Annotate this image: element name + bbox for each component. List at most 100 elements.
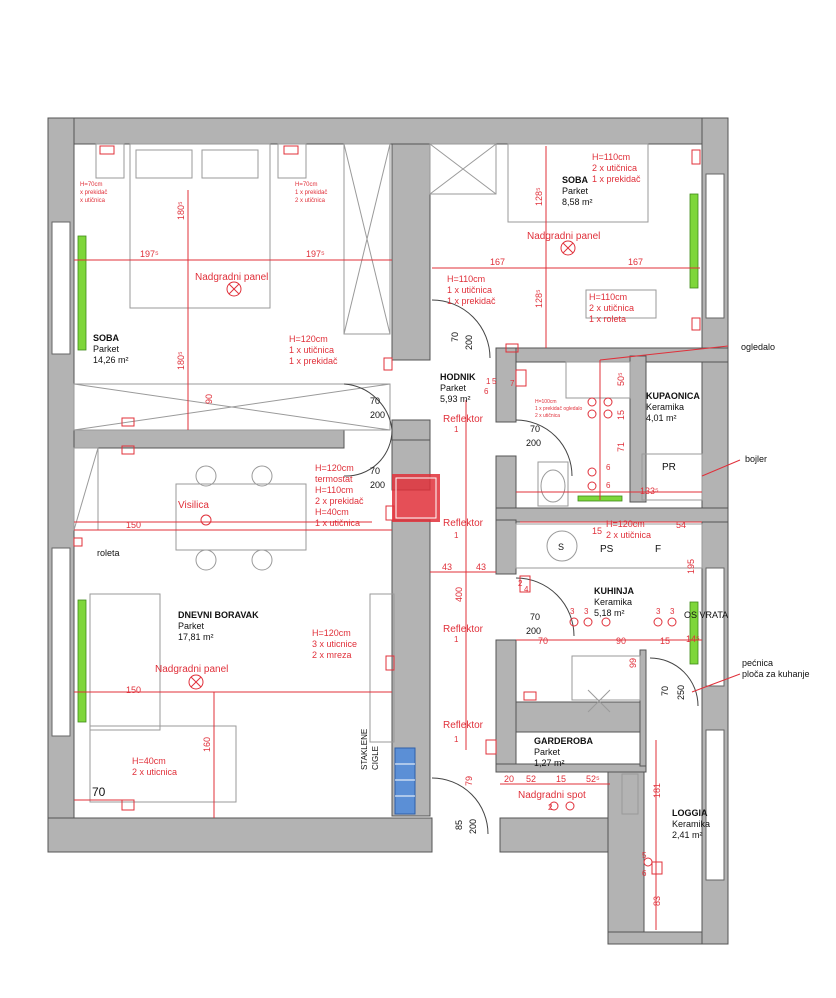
- reflektor-label: Reflektor: [443, 518, 484, 529]
- room-hodnik: HODNIK Parket 5,93 m²: [440, 372, 476, 404]
- svg-text:x prekidač: x prekidač: [80, 190, 107, 196]
- svg-text:70: 70: [530, 612, 540, 622]
- room-name: KUPAONICA: [646, 391, 700, 401]
- ceiling-panel-icon: [560, 240, 576, 256]
- room-kuhinja: KUHINJA Keramika 5,18 m²: [594, 586, 635, 618]
- bath-spot-icon: [587, 397, 613, 491]
- svg-text:83: 83: [652, 896, 662, 906]
- furniture: [73, 143, 703, 815]
- panel-label: Nadgradni panel: [155, 664, 228, 675]
- room-floor: Parket: [534, 747, 561, 757]
- reflektor-label: Reflektor: [443, 414, 484, 425]
- note-n6: H=120cm 1 x utičnica 1 x prekidač: [289, 334, 338, 366]
- ploca-label: ploča za kuhanje: [742, 669, 810, 679]
- svg-text:180⁵: 180⁵: [176, 201, 186, 220]
- spot-label: Nadgradni spot: [518, 790, 586, 801]
- roleta-label: roleta: [97, 548, 120, 558]
- svg-text:2 x uticnica: 2 x uticnica: [132, 767, 177, 777]
- svg-text:termostat: termostat: [315, 474, 353, 484]
- svg-text:180⁵: 180⁵: [176, 351, 186, 370]
- svg-text:6: 6: [642, 869, 647, 878]
- fixture-labels: Nadgradni panel Nadgradni panel Nadgradn…: [97, 231, 810, 801]
- windows: [51, 173, 725, 881]
- svg-text:128⁵: 128⁵: [534, 187, 544, 206]
- svg-text:6: 6: [484, 387, 489, 396]
- svg-text:1: 1: [454, 735, 459, 744]
- sink-label: S: [558, 542, 564, 552]
- reflektor-label: Reflektor: [443, 624, 484, 635]
- staklene-label: STAKLENE: [360, 729, 369, 770]
- svg-text:1 x prekidač: 1 x prekidač: [592, 174, 641, 184]
- svg-text:400: 400: [454, 587, 464, 602]
- svg-text:2 x prekidač: 2 x prekidač: [315, 496, 364, 506]
- svg-text:197⁵: 197⁵: [140, 249, 159, 259]
- svg-text:3: 3: [670, 607, 675, 616]
- svg-text:79: 79: [464, 776, 474, 786]
- svg-text:1: 1: [454, 531, 459, 540]
- svg-text:200: 200: [464, 335, 474, 350]
- svg-text:70: 70: [92, 785, 106, 799]
- svg-text:6: 6: [606, 481, 611, 490]
- svg-text:1 x prekidač: 1 x prekidač: [295, 190, 327, 196]
- os-vrata-label: OS VRATA: [684, 610, 728, 620]
- svg-text:2 x utičnica: 2 x utičnica: [535, 413, 560, 419]
- room-area: 2,41 m²: [672, 830, 703, 840]
- svg-text:H=40cm: H=40cm: [315, 507, 349, 517]
- pr-label: PR: [662, 462, 676, 473]
- spot-icon: [549, 801, 575, 811]
- svg-text:7: 7: [510, 379, 515, 388]
- ceiling-panel-icon: [188, 674, 204, 690]
- svg-text:14⁵: 14⁵: [686, 634, 700, 644]
- svg-text:200: 200: [370, 480, 385, 490]
- svg-text:1: 1: [454, 425, 459, 434]
- svg-text:197⁵: 197⁵: [306, 249, 325, 259]
- svg-text:x utičnica: x utičnica: [80, 198, 106, 204]
- svg-text:150: 150: [126, 685, 141, 695]
- room-area: 4,01 m²: [646, 413, 677, 423]
- note-n3: H=110cm 2 x utičnica 1 x prekidač: [592, 152, 641, 184]
- f-label: F: [655, 544, 661, 555]
- svg-text:H=110cm: H=110cm: [315, 485, 353, 495]
- room-floor: Parket: [93, 344, 120, 354]
- svg-text:71: 71: [616, 442, 626, 452]
- svg-text:99: 99: [628, 658, 638, 668]
- note-n11: H=100cm 1 x prekidač ogledalo 2 x utični…: [535, 399, 582, 419]
- svg-text:6: 6: [606, 463, 611, 472]
- svg-text:50⁵: 50⁵: [616, 372, 626, 386]
- svg-text:200: 200: [468, 819, 478, 834]
- svg-text:70: 70: [370, 396, 380, 406]
- svg-text:200: 200: [526, 626, 541, 636]
- svg-text:H=120cm: H=120cm: [312, 628, 351, 638]
- pendant-label: Visilica: [178, 500, 209, 511]
- panel-label: Nadgradni panel: [527, 231, 600, 242]
- svg-text:200: 200: [370, 410, 385, 420]
- electrical-notes: H=70cm x prekidač x utičnica H=70cm 1 x …: [80, 152, 651, 777]
- svg-text:1 x prekidač ogledalo: 1 x prekidač ogledalo: [535, 406, 582, 412]
- svg-text:2 x utičnica: 2 x utičnica: [295, 198, 326, 204]
- ps-label: PS: [600, 544, 614, 555]
- room-garderoba: GARDEROBA Parket 1,27 m²: [534, 736, 594, 768]
- reflektor-label: Reflektor: [443, 720, 484, 731]
- svg-text:15: 15: [660, 636, 670, 646]
- light-fixtures: [188, 240, 677, 867]
- loggia-light-icon: [643, 857, 653, 867]
- svg-text:15: 15: [616, 410, 626, 420]
- svg-text:5: 5: [492, 377, 497, 386]
- svg-text:2 x mreza: 2 x mreza: [312, 650, 352, 660]
- note-n8: H=120cm 2 x utičnica: [606, 519, 651, 540]
- svg-text:H=120cm: H=120cm: [315, 463, 354, 473]
- room-floor: Keramika: [646, 402, 684, 412]
- note-n7: H=120cm termostat H=110cm 2 x prekidač H…: [315, 463, 364, 528]
- svg-text:70: 70: [530, 424, 540, 434]
- room-floor: Keramika: [594, 597, 632, 607]
- dimension-lines: [74, 146, 741, 930]
- room-soba-1: SOBA Parket 14,26 m²: [93, 333, 129, 365]
- svg-text:90: 90: [204, 394, 214, 404]
- room-name: KUHINJA: [594, 586, 635, 596]
- svg-text:4: 4: [524, 585, 529, 594]
- note-n2: H=70cm 1 x prekidač 2 x utičnica: [295, 182, 327, 204]
- note-n1: H=70cm x prekidač x utičnica: [80, 182, 107, 204]
- room-dnevni-boravak: DNEVNI BORAVAK Parket 17,81 m²: [178, 610, 259, 642]
- svg-text:2 x utičnica: 2 x utičnica: [589, 303, 634, 313]
